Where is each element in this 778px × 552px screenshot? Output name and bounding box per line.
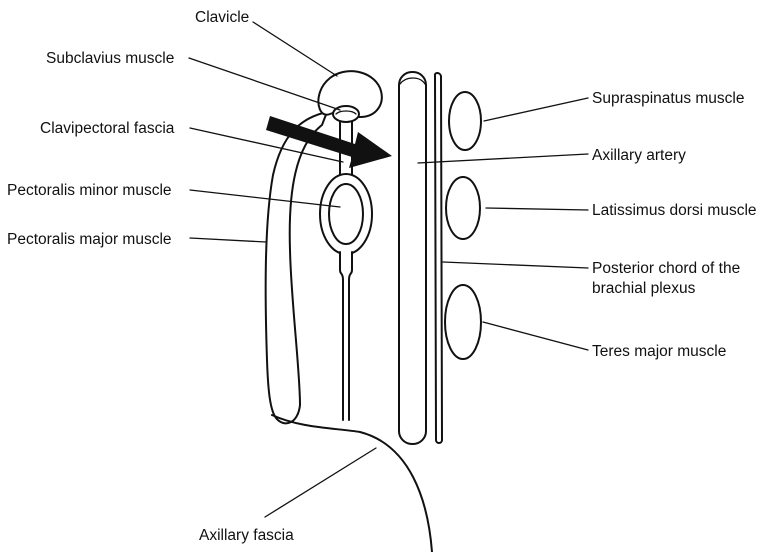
- label-posterior-chord-1: Posterior chord of the: [592, 260, 740, 277]
- clavipectoral-fascia-lower-left: [340, 252, 343, 420]
- label-posterior-chord-2: brachial plexus: [592, 280, 696, 297]
- label-teres-major: Teres major muscle: [592, 343, 726, 360]
- posterior-chord-shape: [435, 73, 442, 443]
- label-clavicle: Clavicle: [195, 9, 249, 26]
- posterior-chord-leader: [443, 262, 588, 268]
- pectoralis-minor-shape: [329, 184, 363, 244]
- label-clavipectoral: Clavipectoral fascia: [40, 120, 175, 137]
- clavicle-leader: [253, 22, 337, 76]
- label-axillary-fascia: Axillary fascia: [199, 527, 294, 544]
- axillary-artery-shape: [399, 72, 426, 444]
- latissimus-dorsi-shape: [446, 177, 480, 239]
- teres-major-leader: [483, 322, 588, 350]
- subclavius-leader: [189, 58, 340, 110]
- label-pectoralis-major: Pectoralis major muscle: [7, 231, 172, 248]
- supraspinatus-leader: [484, 98, 588, 121]
- label-axillary-artery: Axillary artery: [592, 147, 686, 164]
- label-supraspinatus: Supraspinatus muscle: [592, 90, 745, 107]
- label-pectoralis-minor: Pectoralis minor muscle: [7, 182, 172, 199]
- pectoralis-major-leader: [190, 238, 266, 242]
- teres-major-shape: [445, 285, 481, 359]
- axillary-artery-leader: [418, 154, 588, 163]
- latissimus-leader: [486, 208, 588, 210]
- pectoralis-major-shape: [266, 112, 327, 423]
- label-subclavius: Subclavius muscle: [46, 50, 174, 67]
- clavipectoral-fascia-lower-right: [349, 252, 352, 420]
- supraspinatus-shape: [449, 92, 481, 150]
- fascia-cover: [341, 246, 351, 256]
- axillary-fascia-leader: [265, 448, 376, 517]
- label-latissimus: Latissimus dorsi muscle: [592, 202, 757, 219]
- pectoralis-minor-leader: [190, 190, 340, 207]
